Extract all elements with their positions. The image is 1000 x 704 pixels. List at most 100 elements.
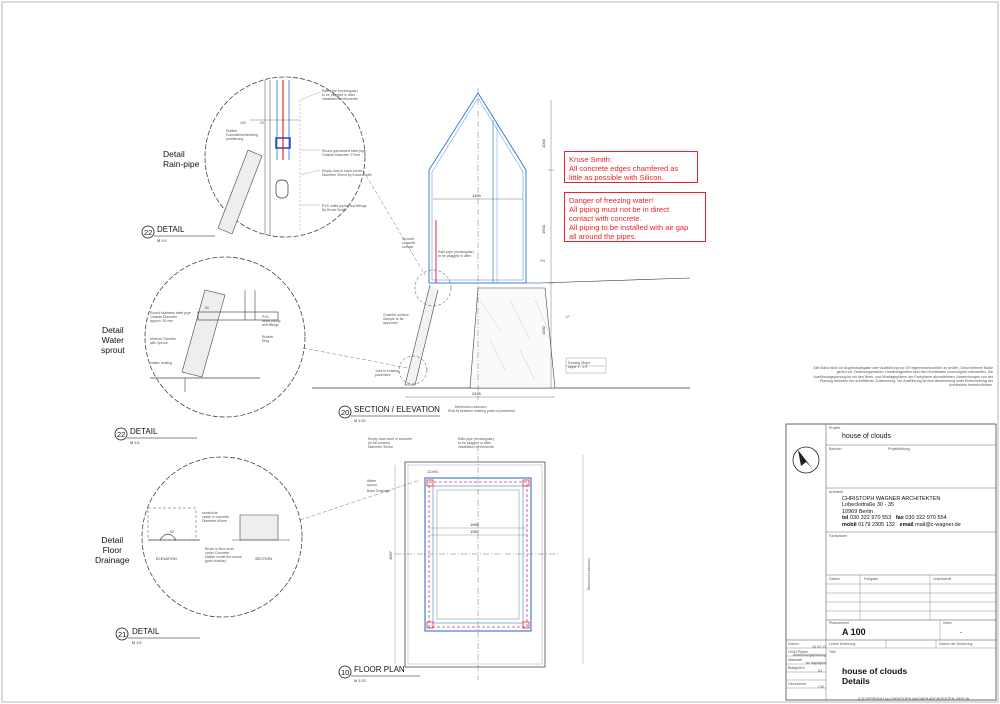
note2-line2: All piping must not be in direct xyxy=(569,205,670,214)
tb-projekt-label: Projekt xyxy=(829,426,841,430)
detail-floor-drainage-label-line3: Drainage xyxy=(95,555,130,565)
tb-blattgroesse-value: A1 xyxy=(818,669,823,673)
section-detail-marker xyxy=(414,269,452,307)
detail-rain-pipe-scale: M 1:5 xyxy=(157,239,167,243)
detail-rain-pipe-drawing: Rain-pipe (rectangular) to be plugged in… xyxy=(204,76,372,238)
svg-text:Mineral Chamfer: Mineral Chamfer xyxy=(150,337,177,341)
note-freezing-water: Danger of freezing water! All piping mus… xyxy=(564,192,706,242)
tb-mobil-label: mobil xyxy=(842,521,857,528)
tb-unterschrift-label: Unterschrift xyxy=(933,577,952,581)
svg-text:10°: 10° xyxy=(565,315,571,319)
detail-water-sprout-label-line2: Water xyxy=(101,335,124,345)
svg-text:60: 60 xyxy=(170,530,174,534)
detail-floor-drainage-label-line2: Floor xyxy=(102,545,122,555)
tb-datum-col-label: Datum xyxy=(829,577,840,581)
tb-hoai-label: HOAI Phase xyxy=(788,650,808,654)
note2-line3: contact with concrete. xyxy=(569,214,642,223)
svg-text:to be plugged in after: to be plugged in after xyxy=(322,93,356,97)
section-number: 20 xyxy=(341,408,349,417)
tb-letzte-label: Letzte Änderung xyxy=(829,642,856,646)
tb-title-block: house of clouds Details xyxy=(842,666,907,686)
svg-text:Gummibeschichtung: Gummibeschichtung xyxy=(226,133,258,137)
svg-text:slope 1 : 1.5: slope 1 : 1.5 xyxy=(568,365,587,369)
tb-titel-label: Titel xyxy=(829,650,836,654)
title-block-frame xyxy=(785,423,997,701)
tb-firm: CHRISTOPH WAGNER ARCHITEKTEN xyxy=(842,496,941,502)
tb-blattgroesse-label: Blattgröße xyxy=(788,666,805,670)
svg-text:Diameter 30mm: Diameter 30mm xyxy=(368,445,393,449)
tb-fax: 030 322 970 554 xyxy=(905,515,947,522)
tb-freigabe-label: Freigabe xyxy=(864,577,879,581)
svg-text:and fittings: and fittings xyxy=(262,323,279,327)
detail-water-sprout-label-line1: Detail xyxy=(101,325,124,335)
tb-fax-label: fax xyxy=(895,515,904,522)
floor-plan-drawing: Water sprout Base Drainage Empty duct ea… xyxy=(367,437,591,680)
detail-leader-lines xyxy=(299,169,426,521)
svg-text:By Kruse Smith: By Kruse Smith xyxy=(322,208,346,212)
svg-text:Ring: Ring xyxy=(262,339,269,343)
tb-gezeichnet-label: Gezeichnet xyxy=(788,682,807,686)
svg-text:Round stainless steel pipe: Round stainless steel pipe xyxy=(150,311,191,315)
svg-text:80: 80 xyxy=(205,306,209,310)
svg-text:Rain-pipe (rectangular): Rain-pipe (rectangular) xyxy=(438,250,474,254)
detail-floor-drainage-scale: M 1:5 xyxy=(132,641,142,645)
detail-rain-pipe-label: Detail Rain-pipe xyxy=(163,149,199,169)
section-heading: SECTION / ELEVATION xyxy=(354,405,440,414)
svg-text:Water: Water xyxy=(367,479,377,483)
tb-massstab-value: as displayed xyxy=(806,661,826,665)
svg-text:100: 100 xyxy=(240,121,246,125)
detail-floor-drainage-label-line1: Detail xyxy=(101,535,124,545)
svg-text:to be plugged in after: to be plugged in after xyxy=(458,441,492,445)
tb-title-line2: Details xyxy=(842,676,870,686)
tb-gezeichnet-value: CW xyxy=(818,685,824,689)
tb-bauherr-label: Bauherr xyxy=(829,447,842,451)
svg-text:Sample to be: Sample to be xyxy=(383,317,404,321)
floor-plan-title: 10 FLOOR PLAN M 1:20 xyxy=(338,665,420,683)
svg-text:Rubber: Rubber xyxy=(262,335,274,339)
tb-date-label: Datum xyxy=(788,642,799,646)
dim-1600: 1600 xyxy=(541,224,546,234)
detail-floor-drainage-title: 21 DETAIL M 1:5 xyxy=(115,627,200,645)
svg-text:Chamfer surface: Chamfer surface xyxy=(383,313,409,317)
detail-floor-drainage-number: 21 xyxy=(118,630,126,639)
detail-water-sprout-label: Detail Water sprout xyxy=(101,325,125,355)
detail-rain-pipe-label-line1: Detail xyxy=(163,149,185,159)
tb-address1: Lobeckstraße 30 - 35 xyxy=(842,502,894,509)
svg-text:Rubber: Rubber xyxy=(226,129,238,133)
svg-text:with Sprout: with Sprout xyxy=(150,341,168,345)
tb-plannummer-label: Plannummer xyxy=(829,621,850,625)
svg-text:surface: surface xyxy=(402,245,414,249)
svg-text:installation of elements: installation of elements xyxy=(458,445,494,449)
svg-text:(Water inside the house: (Water inside the house xyxy=(205,555,242,559)
note1-line2: All concrete edges chamfered as xyxy=(569,164,679,173)
svg-text:(in all corners): (in all corners) xyxy=(368,441,390,445)
svg-text:Brush in floor level: Brush in floor level xyxy=(205,547,234,551)
tb-email-label: email xyxy=(899,521,914,528)
note2-line4: All piping to be installed with air gap xyxy=(569,223,689,232)
detail-water-sprout-label-line3: sprout xyxy=(101,345,125,355)
section-detail-marker-2 xyxy=(398,355,428,385)
floor-drainage-section-label: SECTION xyxy=(255,557,272,561)
svg-text:2%: 2% xyxy=(540,259,545,263)
detail-rain-pipe-label-line2: Rain-pipe xyxy=(163,159,200,169)
floor-plan-number: 10 xyxy=(341,668,349,677)
svg-text:approx. 50 mm: approx. 50 mm xyxy=(150,319,173,323)
section-title: 20 SECTION / ELEVATION M 1:20 xyxy=(338,405,440,423)
tb-massstab-label: Maßstab xyxy=(788,658,802,662)
plan-dim-1960: 1960 xyxy=(470,522,480,527)
dim-2405: 2405 xyxy=(472,391,482,396)
svg-text:goes outside): goes outside) xyxy=(205,559,226,563)
svg-text:Rain-pipe (rectangular): Rain-pipe (rectangular) xyxy=(322,89,358,93)
note2-line5: all around the pipes. xyxy=(569,232,637,241)
svg-text:elastic sealing: elastic sealing xyxy=(150,361,172,365)
svg-text:PVC white piping and fittings: PVC white piping and fittings xyxy=(322,204,367,208)
tb-date-value: 24.03.13 xyxy=(812,645,826,649)
tb-address2: 10969 Berlin xyxy=(842,508,873,515)
svg-text:Dimension unknown: Dimension unknown xyxy=(455,405,487,409)
svg-text:white piping: white piping xyxy=(262,319,281,323)
svg-text:PVC: PVC xyxy=(262,315,270,319)
svg-text:Round galvanized steel pipe: Round galvanized steel pipe xyxy=(322,149,366,153)
tb-mobil: 0179 2305 132 xyxy=(858,521,895,528)
svg-text:pavement: pavement xyxy=(375,373,390,377)
